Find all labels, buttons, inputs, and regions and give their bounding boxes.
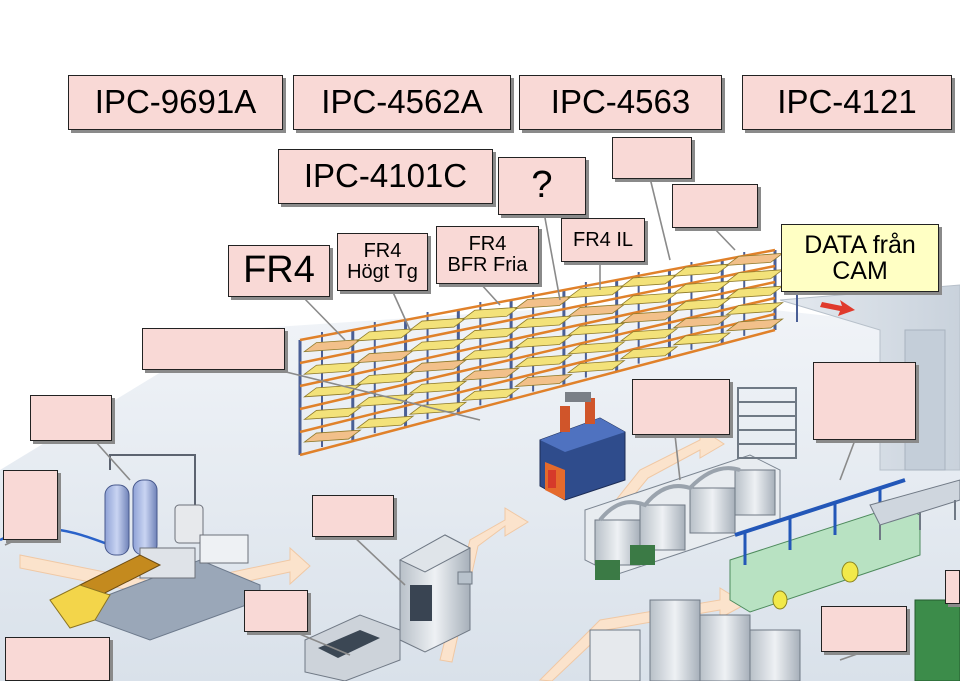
- empty-callout: [30, 395, 112, 441]
- rack-beam: [299, 296, 776, 411]
- flow-arrow: [820, 300, 855, 316]
- laminate-board: [303, 429, 362, 443]
- standard-label: IPC-4563: [550, 83, 691, 121]
- laminate-board: [619, 310, 679, 324]
- rack-beam: [299, 280, 776, 388]
- laminate-board: [408, 359, 468, 373]
- tool-shelf: [737, 387, 797, 459]
- empty-callout: [813, 362, 916, 440]
- lamination-line: [584, 454, 781, 580]
- material-fr4: FR4: [228, 245, 330, 297]
- laminate-board: [514, 335, 573, 348]
- press-machine: [539, 392, 626, 501]
- laminate-board: [461, 387, 521, 401]
- laminate-board: [619, 346, 679, 360]
- material-fr4-bfr-free: FR4 BFR Fria: [436, 226, 539, 284]
- laminate-board: [514, 374, 573, 387]
- standard-ipc-4101c: IPC-4101C: [278, 149, 493, 204]
- tank-station: [49, 454, 261, 641]
- material-fr4-il: FR4 IL: [561, 218, 645, 262]
- standard-ipc-9691a: IPC-9691A: [68, 75, 283, 130]
- rack-beam: [299, 328, 776, 457]
- laminate-board: [408, 380, 468, 394]
- standard-label: IPC-9691A: [94, 83, 257, 121]
- empty-callout: [5, 637, 110, 681]
- laminate-board: [303, 384, 362, 398]
- laminate-board: [725, 318, 784, 332]
- material-label: FR4: [363, 240, 402, 262]
- laminate-board: [461, 347, 521, 361]
- laminate-board: [408, 401, 468, 415]
- empty-callout: [312, 495, 394, 537]
- empty-callout: [244, 590, 308, 632]
- laminate-board: [461, 367, 521, 381]
- storage-racks: [298, 242, 798, 457]
- empty-callout: [672, 184, 758, 228]
- empty-callout: [142, 328, 285, 370]
- laminate-board: [355, 393, 415, 407]
- rack-beam: [299, 312, 776, 434]
- laminate-board: [672, 332, 732, 346]
- laminate-board: [566, 341, 626, 355]
- material-fr4-high-tg: FR4 Högt Tg: [337, 233, 428, 291]
- rack-beam: [299, 248, 776, 342]
- material-label: FR4: [243, 249, 315, 292]
- standard-unknown: ?: [498, 157, 586, 215]
- laminate-board: [355, 415, 415, 429]
- material-sublabel: BFR Fria: [447, 254, 528, 276]
- standard-label: IPC-4562A: [321, 83, 483, 121]
- empty-callout: [945, 570, 960, 604]
- question-mark: ?: [531, 164, 553, 207]
- empty-callout: [3, 470, 58, 540]
- empty-callout: [612, 137, 692, 179]
- laminate-board: [566, 360, 626, 374]
- conveyor: [869, 479, 960, 540]
- laminate-board: [672, 315, 732, 329]
- laminate-board: [672, 298, 732, 311]
- empty-callout: [632, 379, 730, 435]
- data-label: CAM: [832, 257, 888, 285]
- material-label: FR4: [468, 233, 507, 255]
- laminate-board: [725, 302, 784, 316]
- standard-ipc-4562a: IPC-4562A: [293, 75, 511, 130]
- material-sublabel: Högt Tg: [347, 261, 418, 283]
- material-label: FR4 IL: [572, 228, 634, 251]
- data-from-cam: DATA från CAM: [781, 224, 939, 292]
- data-label: DATA från: [804, 230, 916, 259]
- press-line: [589, 599, 960, 681]
- rack-beam: [299, 264, 776, 365]
- drill-machine: [304, 534, 473, 681]
- laminate-board: [514, 354, 573, 368]
- standard-label: IPC-4101C: [303, 157, 468, 195]
- empty-callout: [821, 606, 907, 652]
- laminate-board: [566, 322, 626, 336]
- standard-ipc-4121: IPC-4121: [742, 75, 952, 130]
- laminate-board: [355, 372, 415, 385]
- laminate-board: [303, 406, 362, 420]
- standard-ipc-4563: IPC-4563: [519, 75, 722, 130]
- standard-label: IPC-4121: [777, 83, 917, 121]
- laminate-board: [619, 328, 679, 342]
